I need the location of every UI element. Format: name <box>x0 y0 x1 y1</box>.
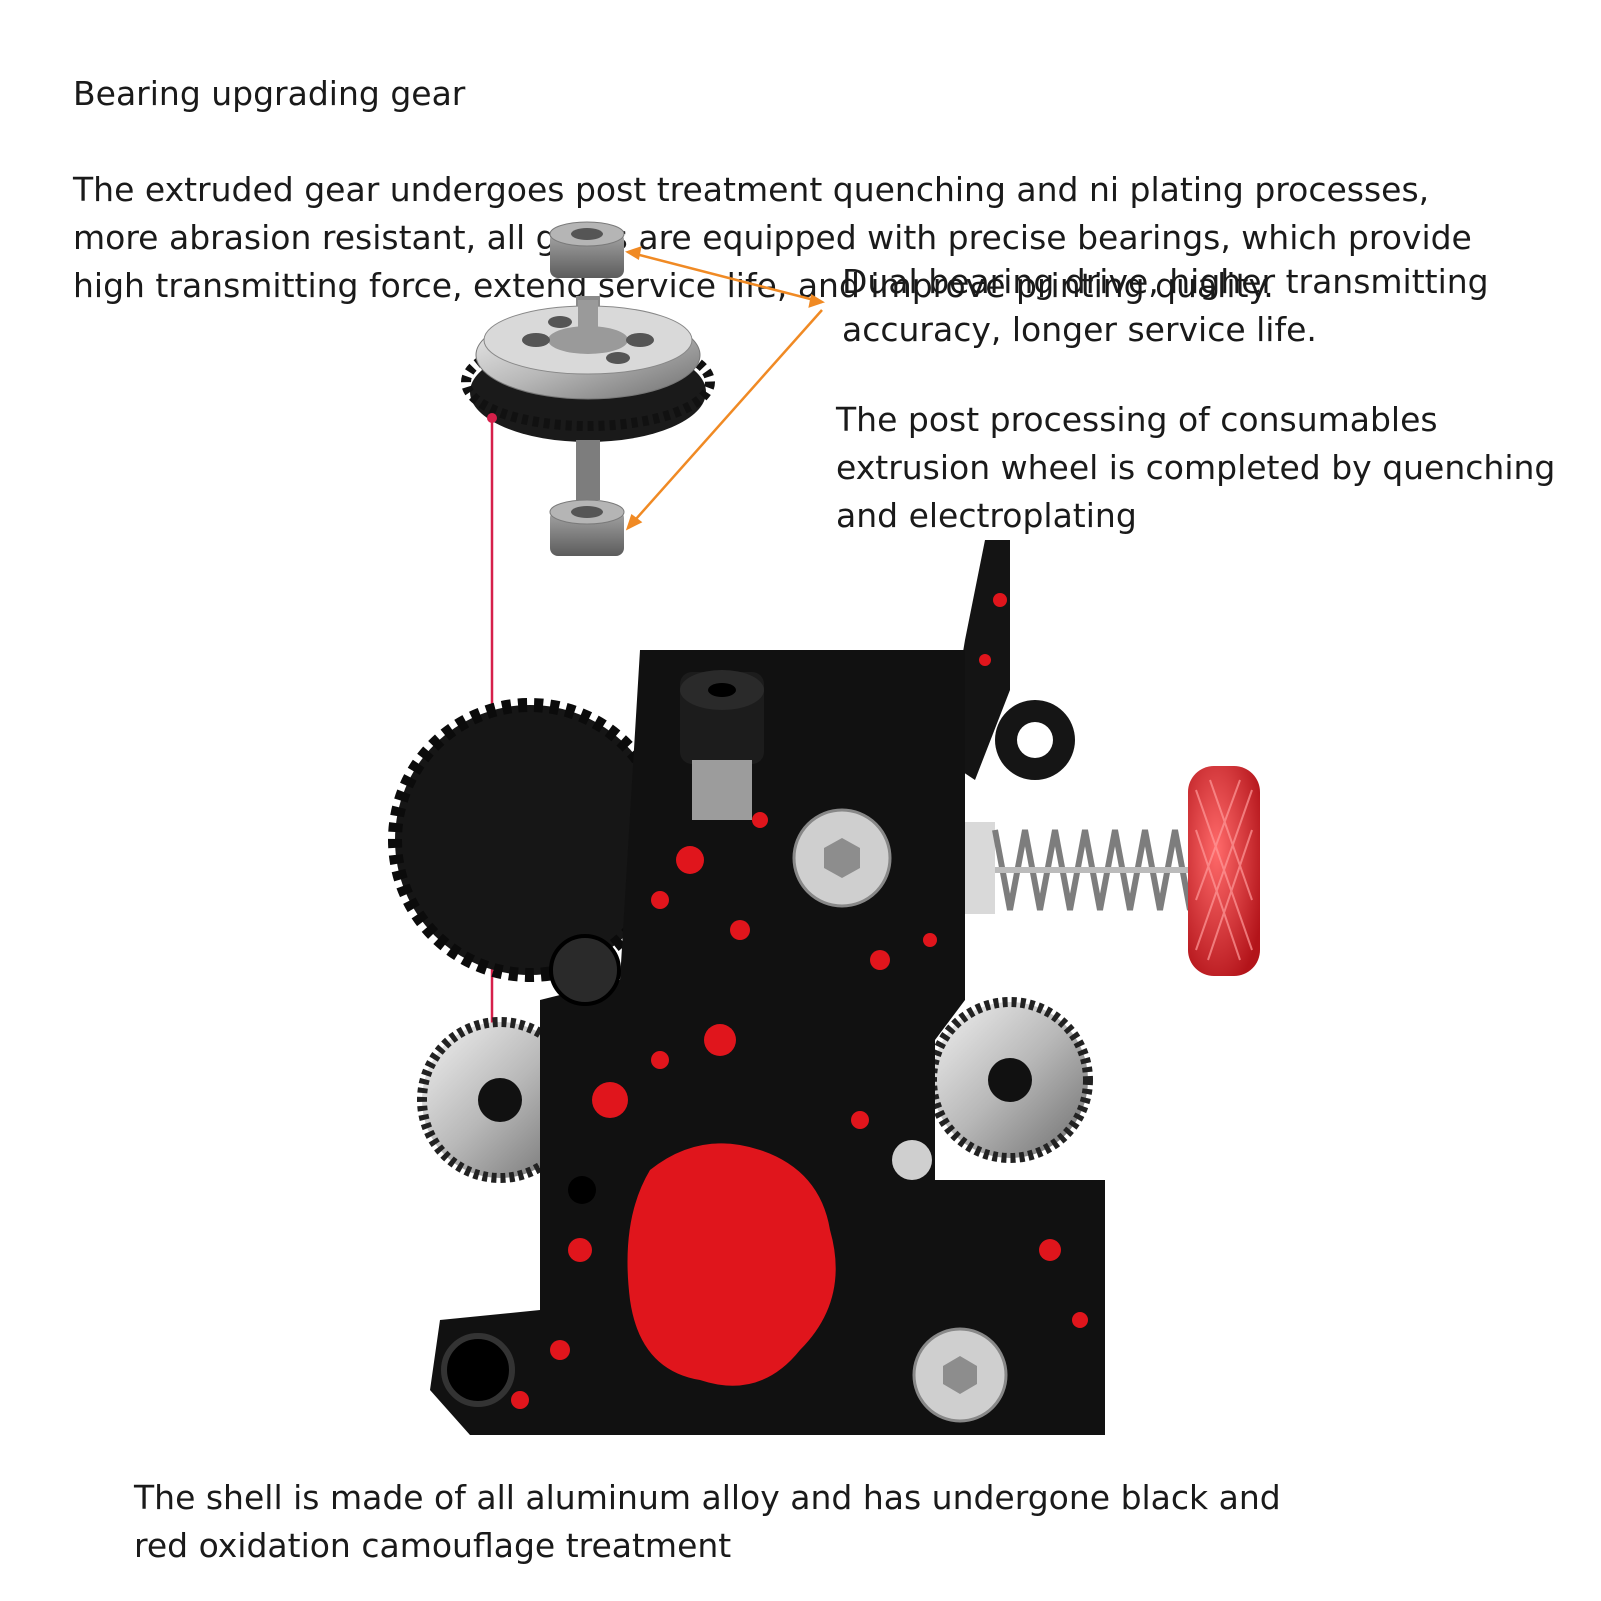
callout-wheel: The post processing of consumables extru… <box>836 400 1556 535</box>
header-title: Bearing upgrading gear <box>73 74 466 113</box>
callout-arrows <box>625 246 825 531</box>
callout-bearing: Dual bearing drive, higher transmitting … <box>842 262 1489 349</box>
footer-text: The shell is made of all aluminum alloy … <box>134 1478 1281 1565</box>
header-body: The extruded gear undergoes post treatme… <box>73 170 1472 305</box>
bottom-bearing <box>549 499 625 556</box>
top-bearing <box>549 221 625 278</box>
header-text: Bearing upgrading gear The extruded gear… <box>73 22 1553 358</box>
extruder-body <box>388 540 1105 1435</box>
tension-knob <box>1188 766 1260 976</box>
tension-spring <box>965 822 1193 914</box>
exploded-gear <box>461 296 715 500</box>
